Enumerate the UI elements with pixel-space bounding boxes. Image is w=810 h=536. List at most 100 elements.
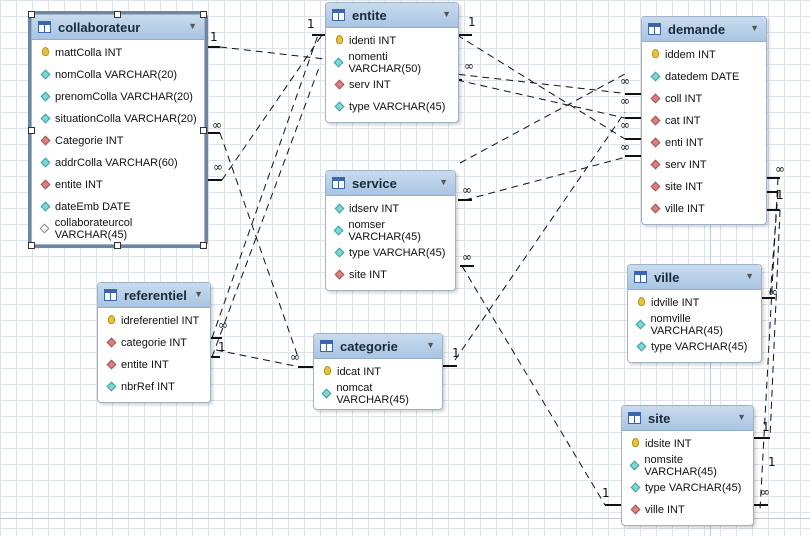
cardinality-label: ∞ [462, 183, 472, 197]
column-row[interactable]: dateEmb DATE [32, 196, 204, 218]
table-header[interactable]: demande▼ [642, 17, 766, 42]
cardinality-label: 1 [452, 346, 460, 360]
column-row[interactable]: categorie INT [98, 332, 210, 354]
column-row[interactable]: idreferentiel INT [98, 310, 210, 332]
column-row[interactable]: Categorie INT [32, 130, 204, 152]
cardinality-label: ∞ [212, 118, 222, 132]
dropdown-arrow-icon[interactable]: ▼ [194, 289, 203, 299]
column-row[interactable]: iddem INT [642, 44, 766, 66]
column-row[interactable]: type VARCHAR(45) [326, 242, 455, 264]
column-label: type VARCHAR(45) [349, 247, 446, 259]
cardinality-label: 1 [210, 30, 218, 44]
dropdown-arrow-icon[interactable]: ▼ [750, 23, 759, 33]
column-row[interactable]: site INT [642, 176, 766, 198]
resize-handle[interactable] [28, 11, 35, 18]
column-row[interactable]: identi INT [326, 30, 458, 52]
table-categorie[interactable]: categorie ▼ idcat INT nomcat VARCHAR(45) [313, 333, 443, 410]
column-row[interactable]: datedem DATE [642, 66, 766, 88]
table-name: categorie [340, 338, 398, 354]
cardinality-label: ∞ [620, 94, 630, 108]
column-row[interactable]: coll INT [642, 88, 766, 110]
column-row[interactable]: type VARCHAR(45) [326, 96, 458, 118]
table-header[interactable]: referentiel▼ [98, 283, 210, 308]
column-row[interactable]: collaborateurcol VARCHAR(45) [32, 217, 204, 241]
column-row[interactable]: enti INT [642, 132, 766, 154]
column-row[interactable]: ville INT [642, 198, 766, 220]
column-row[interactable]: site INT [326, 264, 455, 286]
table-header[interactable]: service▼ [326, 171, 455, 196]
cardinality-label: ∞ [464, 59, 474, 73]
column-row[interactable]: prenomColla VARCHAR(20) [32, 86, 204, 108]
dropdown-arrow-icon[interactable]: ▼ [426, 340, 435, 350]
column-row[interactable]: mattColla INT [32, 42, 204, 64]
foreign-key-diamond-icon [649, 181, 661, 193]
column-row[interactable]: situationColla VARCHAR(20) [32, 108, 204, 130]
column-row[interactable]: entite INT [32, 174, 204, 196]
column-row[interactable]: nomenti VARCHAR(50) [326, 51, 458, 75]
resize-handle[interactable] [114, 11, 121, 18]
column-label: nomcat VARCHAR(45) [336, 382, 409, 406]
cardinality-label: ∞ [768, 285, 778, 299]
column-row[interactable]: entite INT [98, 354, 210, 376]
dropdown-arrow-icon[interactable]: ▼ [188, 21, 197, 31]
dropdown-arrow-icon[interactable]: ▼ [442, 9, 451, 19]
column-label: cat INT [665, 115, 701, 127]
resize-handle[interactable] [114, 242, 121, 249]
table-collaborateur[interactable]: collaborateur▼mattColla INT nomColla VARC… [28, 11, 208, 248]
column-diamond-icon [629, 460, 640, 472]
resize-handle[interactable] [28, 242, 35, 249]
column-label: nomColla VARCHAR(20) [55, 69, 178, 81]
dropdown-arrow-icon[interactable]: ▼ [745, 271, 754, 281]
cardinality-label: 1 [468, 15, 476, 29]
column-label: type VARCHAR(45) [651, 341, 748, 353]
column-label: identi INT [349, 35, 397, 47]
foreign-key-diamond-icon [649, 93, 661, 105]
column-row[interactable]: idcat INT [314, 361, 442, 383]
column-row[interactable]: idville INT [628, 292, 761, 314]
column-row[interactable]: type VARCHAR(45) [628, 336, 761, 358]
column-label: site INT [349, 269, 387, 281]
resize-handle[interactable] [28, 126, 35, 134]
column-row[interactable]: idserv INT [326, 198, 455, 220]
column-row[interactable]: nomColla VARCHAR(20) [32, 64, 204, 86]
column-row[interactable]: addrColla VARCHAR(60) [32, 152, 204, 174]
column-row[interactable]: nomcat VARCHAR(45) [314, 382, 442, 406]
resize-handle[interactable] [200, 242, 207, 249]
dropdown-arrow-icon[interactable]: ▼ [737, 412, 746, 422]
column-row[interactable]: serv INT [642, 154, 766, 176]
column-diamond-icon [333, 247, 345, 259]
column-row[interactable]: type VARCHAR(45) [622, 477, 753, 499]
key-icon [321, 366, 333, 378]
column-label: idcat INT [337, 366, 382, 378]
table-header[interactable]: site▼ [622, 406, 753, 431]
column-row[interactable]: cat INT [642, 110, 766, 132]
column-row[interactable]: nomser VARCHAR(45) [326, 219, 455, 243]
cardinality-label: ∞ [620, 74, 630, 88]
column-row[interactable]: ville INT [622, 499, 753, 521]
dropdown-arrow-icon[interactable]: ▼ [439, 177, 448, 187]
table-name: ville [654, 269, 680, 285]
resize-handle[interactable] [200, 11, 207, 18]
column-row[interactable]: idsite INT [622, 433, 753, 455]
column-row[interactable]: nomville VARCHAR(45) [628, 313, 761, 337]
table-header[interactable]: categorie ▼ [314, 334, 442, 359]
table-entite[interactable]: entite▼ identi INT nomenti VARCHAR(50)serv… [325, 2, 459, 123]
column-row[interactable]: nbrRef INT [98, 376, 210, 398]
resize-handle[interactable] [200, 126, 207, 134]
column-label: ville INT [645, 504, 685, 516]
column-row[interactable]: serv INT [326, 74, 458, 96]
column-label: ville INT [665, 203, 705, 215]
column-row[interactable]: nomsite VARCHAR(45) [622, 454, 753, 478]
table-header[interactable]: collaborateur▼ [32, 15, 204, 40]
table-header[interactable]: entite▼ [326, 3, 458, 28]
table-header[interactable]: ville ▼ [628, 265, 761, 290]
